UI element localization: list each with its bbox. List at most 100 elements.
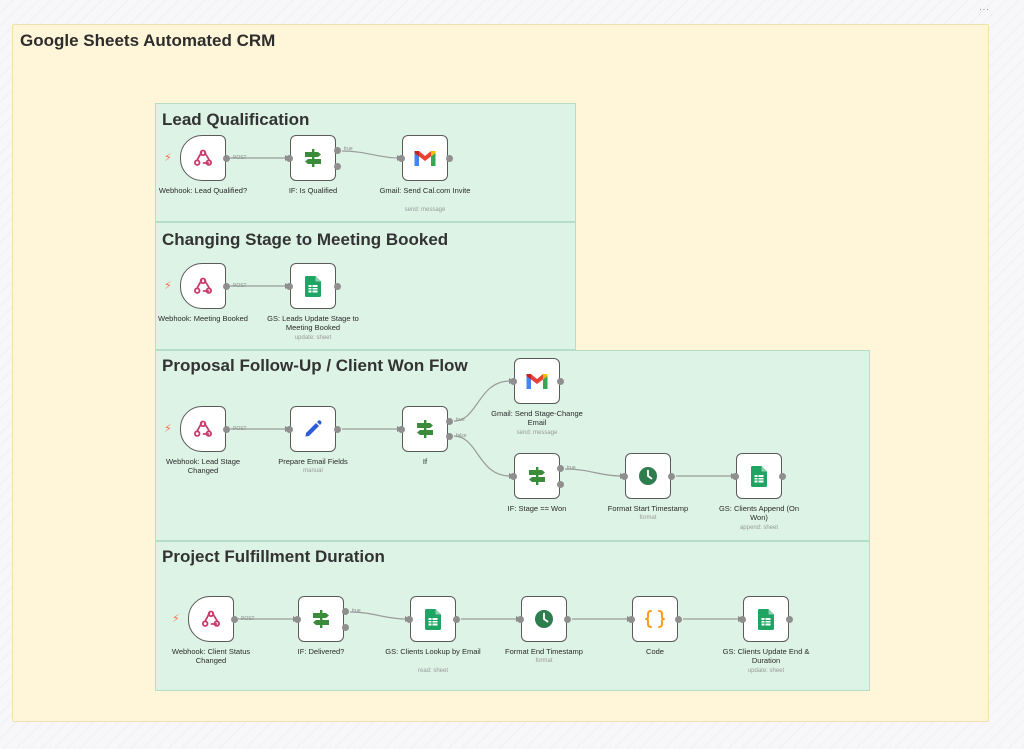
output-port[interactable] <box>446 155 453 162</box>
input-port[interactable] <box>732 473 739 480</box>
output-port-false[interactable] <box>334 163 341 170</box>
input-port[interactable] <box>739 616 746 623</box>
node-label: Webhook: Client Status Changed <box>171 647 251 665</box>
node-gs-leads-update-stage[interactable] <box>290 263 336 309</box>
edge-label-post: POST <box>233 283 247 289</box>
sticky-note-title: Google Sheets Automated CRM <box>20 31 276 50</box>
node-code[interactable] <box>632 596 678 642</box>
node-if[interactable] <box>402 406 448 452</box>
node-label: Gmail: Send Stage-Change Email <box>491 409 583 427</box>
google-sheets-icon <box>751 465 767 487</box>
connection <box>453 435 511 477</box>
google-sheets-icon <box>425 608 441 630</box>
group-title-lead-qualification: Lead Qualification <box>162 110 310 129</box>
webhook-icon <box>193 277 212 294</box>
node-label: IF: Stage == Won <box>507 504 567 513</box>
output-port[interactable] <box>231 616 238 623</box>
node-subtitle: send: message <box>516 430 558 436</box>
trigger-bolt-icon: ⚡ <box>164 280 172 292</box>
node-label: Webhook: Meeting Booked <box>158 314 248 323</box>
clock-icon <box>535 610 553 628</box>
edge-label-post: POST <box>233 155 247 161</box>
node-subtitle: send: message <box>404 207 446 213</box>
node-gs-clients-lookup[interactable] <box>410 596 456 642</box>
connection <box>349 611 407 620</box>
node-label: GS: Clients Append (On Won) <box>718 504 800 522</box>
trigger-bolt-icon: ⚡ <box>164 152 172 164</box>
output-port[interactable] <box>223 155 230 162</box>
input-port[interactable] <box>510 473 517 480</box>
input-port[interactable] <box>517 616 524 623</box>
webhook-icon <box>193 149 212 166</box>
output-port-true[interactable] <box>342 608 349 615</box>
node-webhook-lead-qualified[interactable] <box>180 135 226 181</box>
node-label: Format End Timestamp <box>505 647 583 656</box>
node-format-start-timestamp[interactable] <box>625 453 671 499</box>
group-title-meeting-booked: Changing Stage to Meeting Booked <box>162 230 449 249</box>
node-webhook-lead-stage-changed[interactable] <box>180 406 226 452</box>
output-port-false[interactable] <box>446 433 453 440</box>
node-webhook-meeting-booked[interactable] <box>180 263 226 309</box>
node-label: Code <box>646 647 664 656</box>
node-if-stage-won[interactable] <box>514 453 560 499</box>
input-port[interactable] <box>286 283 293 290</box>
node-gmail-send-stage-change[interactable] <box>514 358 560 404</box>
output-port-true[interactable] <box>557 465 564 472</box>
edge-label-true: true <box>344 146 353 152</box>
trigger-bolt-icon: ⚡ <box>172 613 180 625</box>
clock-icon <box>639 467 657 485</box>
input-port[interactable] <box>510 378 517 385</box>
trigger-bolt-icon: ⚡ <box>164 423 172 435</box>
pencil-icon <box>305 420 322 437</box>
node-label: GS: Clients Lookup by Email <box>385 647 481 656</box>
output-port[interactable] <box>223 426 230 433</box>
output-port[interactable] <box>786 616 793 623</box>
node-label: IF: Delivered? <box>297 647 345 656</box>
google-sheets-icon <box>758 608 774 630</box>
input-port[interactable] <box>294 616 301 623</box>
output-port[interactable] <box>564 616 571 623</box>
output-port[interactable] <box>557 378 564 385</box>
node-if-is-qualified[interactable] <box>290 135 336 181</box>
edge-label-post: POST <box>233 426 247 432</box>
input-port[interactable] <box>628 616 635 623</box>
output-port-false[interactable] <box>557 481 564 488</box>
output-port[interactable] <box>334 283 341 290</box>
edge-label-true: true <box>567 465 576 471</box>
input-port[interactable] <box>398 426 405 433</box>
edge-label-true: true <box>352 608 361 614</box>
output-port-false[interactable] <box>342 624 349 631</box>
canvas-menu-dots[interactable]: ··· <box>979 4 990 14</box>
node-gs-clients-append[interactable] <box>736 453 782 499</box>
input-port[interactable] <box>398 155 405 162</box>
node-format-end-timestamp[interactable] <box>521 596 567 642</box>
output-port[interactable] <box>668 473 675 480</box>
node-webhook-client-status-changed[interactable] <box>188 596 234 642</box>
output-port-true[interactable] <box>446 418 453 425</box>
node-subtitle: read: sheet <box>417 668 449 674</box>
node-subtitle: update: sheet <box>294 335 332 341</box>
edge-label-post: POST <box>241 616 255 622</box>
output-port[interactable] <box>779 473 786 480</box>
output-port[interactable] <box>334 426 341 433</box>
output-port[interactable] <box>453 616 460 623</box>
output-port[interactable] <box>223 283 230 290</box>
node-subtitle: update: sheet <box>747 668 785 674</box>
gmail-icon <box>414 150 436 166</box>
webhook-icon <box>193 420 212 437</box>
output-port[interactable] <box>675 616 682 623</box>
input-port[interactable] <box>286 155 293 162</box>
input-port[interactable] <box>406 616 413 623</box>
node-gs-clients-update-end[interactable] <box>743 596 789 642</box>
signpost-icon <box>417 420 433 438</box>
output-port-true[interactable] <box>334 147 341 154</box>
code-braces-icon <box>645 610 665 628</box>
node-if-delivered[interactable] <box>298 596 344 642</box>
input-port[interactable] <box>621 473 628 480</box>
node-gmail-send-cal-invite[interactable] <box>402 135 448 181</box>
input-port[interactable] <box>286 426 293 433</box>
node-subtitle: format <box>639 515 657 521</box>
edge-label-true: true <box>456 417 465 423</box>
node-prepare-email-fields[interactable] <box>290 406 336 452</box>
node-label: IF: Is Qualified <box>288 186 338 195</box>
